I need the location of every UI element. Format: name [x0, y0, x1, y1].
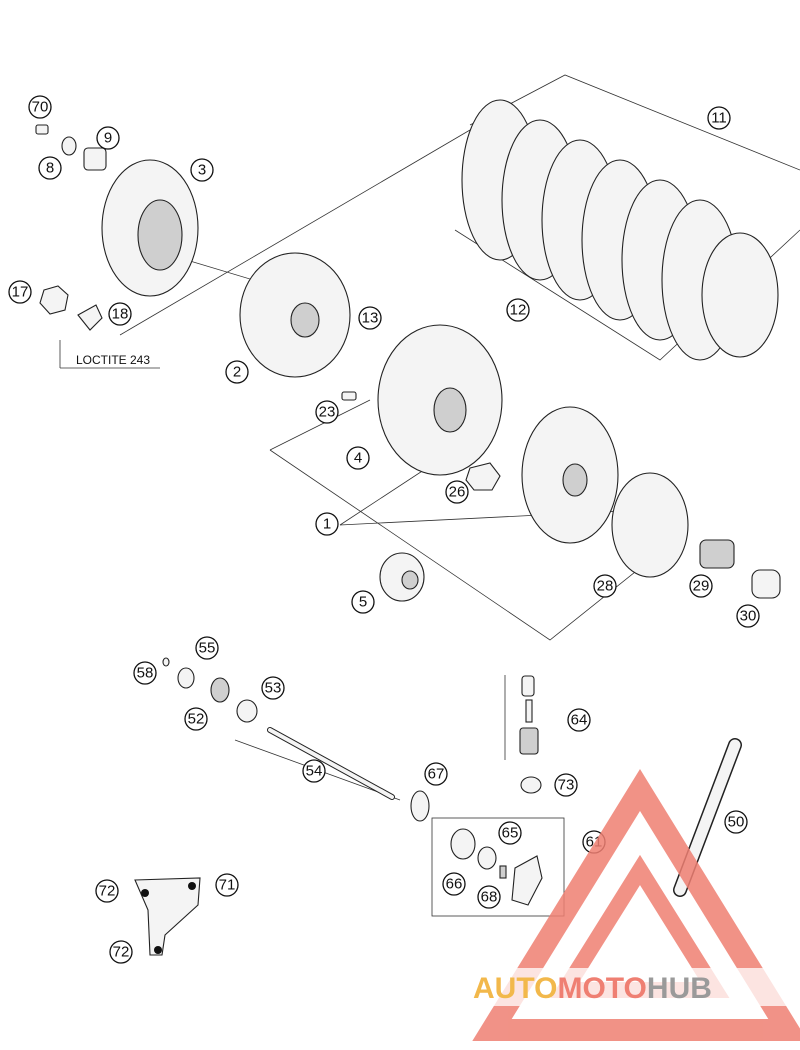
svg-text:30: 30 — [740, 608, 757, 625]
inner-hub-part — [239, 252, 351, 378]
callout-30: 30 — [736, 604, 760, 628]
clutch-basket-part — [377, 324, 503, 476]
fasteners — [35, 124, 501, 491]
svg-text:52: 52 — [188, 711, 205, 728]
svg-text:29: 29 — [693, 578, 710, 595]
callout-3: 3 — [190, 158, 214, 182]
svg-text:50: 50 — [728, 814, 745, 831]
primary-gear-part — [521, 406, 619, 544]
svg-text:71: 71 — [219, 877, 236, 894]
callout-58: 58 — [133, 661, 157, 685]
cover-part — [134, 877, 201, 956]
callout-70: 70 — [28, 95, 52, 119]
callout-18: 18 — [108, 302, 132, 326]
callout-12: 12 — [506, 298, 530, 322]
clutch-disc-stack — [461, 99, 779, 361]
watermark-text: AUTOMOTOHUB — [473, 972, 712, 1005]
small-washers — [162, 657, 542, 822]
svg-text:5: 5 — [359, 594, 367, 611]
callout-13: 13 — [358, 306, 382, 330]
svg-text:53: 53 — [265, 680, 282, 697]
svg-text:2: 2 — [233, 364, 241, 381]
callout-4: 4 — [346, 446, 370, 470]
callout-28: 28 — [593, 574, 617, 598]
svg-text:70: 70 — [32, 99, 49, 116]
svg-text:17: 17 — [12, 284, 29, 301]
svg-text:58: 58 — [137, 665, 154, 682]
callout-73: 73 — [554, 773, 578, 797]
svg-text:72: 72 — [99, 883, 116, 900]
svg-text:1: 1 — [323, 516, 331, 533]
callout-66: 66 — [442, 872, 466, 896]
svg-text:26: 26 — [449, 484, 466, 501]
svg-text:65: 65 — [502, 825, 519, 842]
callout-53: 53 — [261, 676, 285, 700]
callout-67: 67 — [424, 762, 448, 786]
loctite-note: LOCTITE 243 — [76, 353, 150, 367]
callout-2: 2 — [225, 360, 249, 384]
callout-17: 17 — [8, 280, 32, 304]
thrust-plate-part — [611, 472, 781, 599]
callout-50: 50 — [724, 810, 748, 834]
callout-55: 55 — [195, 636, 219, 660]
callout-11: 11 — [707, 106, 731, 130]
callout-72-top: 72 — [95, 879, 119, 903]
svg-text:8: 8 — [46, 160, 54, 177]
svg-text:66: 66 — [446, 876, 463, 893]
callout-8: 8 — [38, 156, 62, 180]
callout-52: 52 — [184, 707, 208, 731]
callout-26: 26 — [445, 480, 469, 504]
svg-text:55: 55 — [199, 640, 216, 657]
svg-text:28: 28 — [597, 578, 614, 595]
svg-text:18: 18 — [112, 306, 129, 323]
callout-68: 68 — [477, 885, 501, 909]
svg-text:3: 3 — [198, 162, 206, 179]
svg-text:68: 68 — [481, 889, 498, 906]
svg-text:64: 64 — [571, 712, 588, 729]
svg-text:72: 72 — [113, 944, 130, 961]
svg-text:4: 4 — [354, 450, 362, 467]
slave-cylinder-group — [450, 828, 543, 906]
callout-9: 9 — [96, 126, 120, 150]
bleeder-valve-part — [519, 675, 539, 755]
svg-text:12: 12 — [510, 302, 527, 319]
callout-54: 54 — [302, 759, 326, 783]
svg-text:67: 67 — [428, 766, 445, 783]
svg-text:54: 54 — [306, 763, 323, 780]
svg-text:9: 9 — [104, 130, 112, 147]
svg-text:13: 13 — [362, 310, 379, 327]
svg-text:23: 23 — [319, 404, 336, 421]
pressure-plate-part — [101, 159, 199, 297]
callout-23: 23 — [315, 400, 339, 424]
svg-text:11: 11 — [711, 110, 727, 127]
callout-71: 71 — [215, 873, 239, 897]
callout-64: 64 — [567, 708, 591, 732]
callout-1: 1 — [315, 512, 339, 536]
callout-72-bottom: 72 — [109, 940, 133, 964]
callout-65: 65 — [498, 821, 522, 845]
callout-29: 29 — [689, 574, 713, 598]
callout-5: 5 — [351, 590, 375, 614]
small-gear-part — [379, 552, 425, 602]
svg-text:73: 73 — [558, 777, 575, 794]
